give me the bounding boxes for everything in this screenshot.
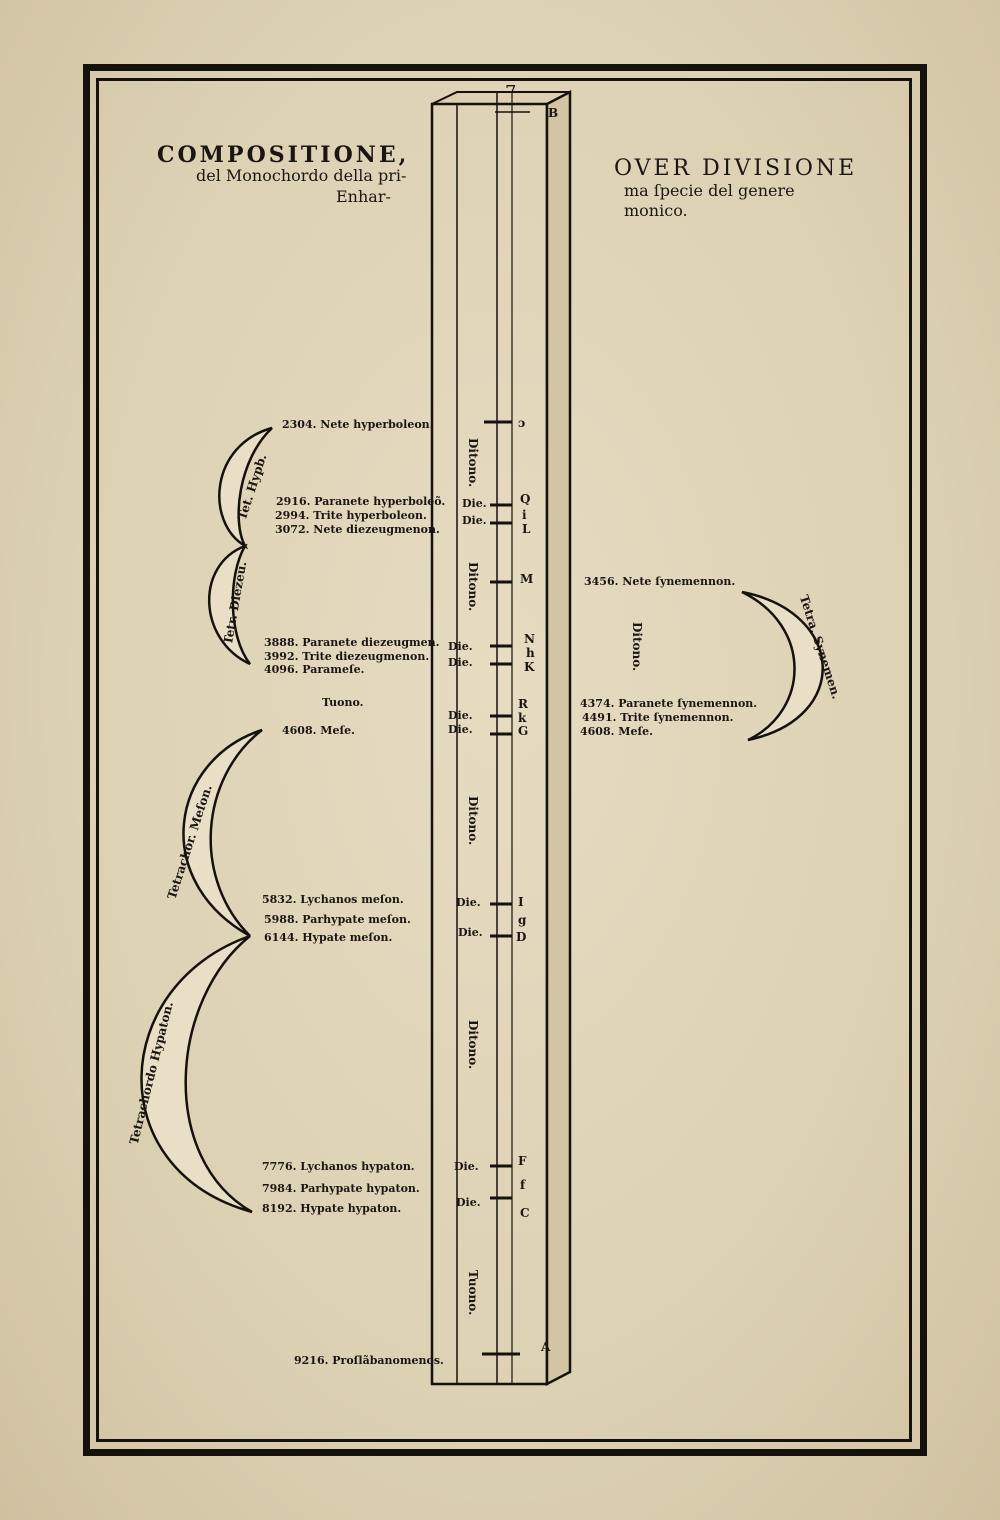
interval-ditono-4: Ditono. <box>466 1020 480 1070</box>
curve-hypaton <box>140 934 253 1214</box>
interval-die-7: Die. <box>456 896 481 909</box>
curve-synemennon <box>741 590 824 742</box>
interval-die-2: Die. <box>462 514 487 527</box>
note-proslambanomenos: 9216. Proſlãbanomenos. <box>294 1354 444 1367</box>
inner-frame <box>96 78 912 1442</box>
interval-ditono-3: Ditono. <box>466 796 480 846</box>
letter-string-9: R <box>518 697 528 711</box>
letter-string-3: i <box>522 508 527 522</box>
note-mese-right: 4608. Meſe. <box>580 725 654 738</box>
letter-string-8: K <box>524 660 535 674</box>
note-nete-diezeugmenon: 3072. Nete diezeugmenon. <box>275 523 440 536</box>
letter-bottom-A: A <box>541 1340 551 1354</box>
note-trite-synemennon: 4491. Trite ſynemennon. <box>582 711 734 724</box>
note-hypate-meson: 6144. Hypate meſon. <box>264 931 393 944</box>
note-paramese: 4096. Parameſe. <box>264 663 365 676</box>
letter-string-12: I <box>518 895 524 909</box>
title-right-line1: OVER DIVISIONE <box>614 156 858 181</box>
outer-frame <box>83 64 927 1456</box>
letter-string-17: C <box>520 1206 530 1220</box>
interval-die-9: Die. <box>454 1160 479 1173</box>
title-right-line3: monico. <box>624 201 688 220</box>
letter-string-5: M <box>520 572 534 586</box>
tetrachord-curves <box>140 426 824 1214</box>
note-mese: 4608. Meſe. <box>282 724 356 737</box>
curve-diezeugmenon <box>208 543 251 666</box>
note-nete-synemennon: 3456. Nete ſynemennon. <box>584 575 736 588</box>
interval-die-1: Die. <box>462 497 487 510</box>
interval-ditono-2: Ditono. <box>466 562 480 612</box>
title-left-line2: del Monochordo della pri- <box>196 166 407 185</box>
letter-string-13: g <box>518 913 527 927</box>
note-lychanos-meson: 5832. Lychanos meſon. <box>262 893 404 906</box>
note-paranete-hyperboleon: 2916. Paranete hyperboleõ. <box>276 495 446 508</box>
interval-die-5: Die. <box>448 709 473 722</box>
note-trite-hyperboleon: 2994. Trite hyperboleon. <box>275 509 427 522</box>
letter-string-7: h <box>526 646 535 660</box>
note-tuono: Tuono. <box>322 696 364 709</box>
note-lychanos-hypaton: 7776. Lychanos hypaton. <box>262 1160 415 1173</box>
letter-string-10: k <box>518 711 527 725</box>
interval-tuono: Tuono. <box>466 1270 480 1316</box>
interval-die-3: Die. <box>448 640 473 653</box>
letter-string-4: L <box>522 522 531 536</box>
letter-string-11: G <box>518 724 529 738</box>
interval-die-6: Die. <box>448 723 473 736</box>
title-right-line2: ma ſpecie del genere <box>624 181 795 200</box>
note-paranete-synemennon: 4374. Paranete ſynemennon. <box>580 697 758 710</box>
label-ditono-synemennon: Ditono. <box>630 622 644 672</box>
title-left-line3: Enhar- <box>336 187 391 206</box>
interval-die-10: Die. <box>456 1196 481 1209</box>
letter-string-2: Q <box>520 492 531 506</box>
note-trite-diezeugmenon: 3992. Trite diezeugmenon. <box>264 650 430 663</box>
letter-string-6: N <box>524 632 535 646</box>
letter-string-1: ɔ <box>518 416 526 430</box>
monochord-body <box>430 89 572 1387</box>
note-parhypate-meson: 5988. Parhypate meſon. <box>264 913 411 926</box>
interval-die-4: Die. <box>448 656 473 669</box>
bridge-marks <box>482 111 530 1356</box>
interval-die-8: Die. <box>458 926 483 939</box>
note-hypate-hypaton: 8192. Hypate hypaton. <box>262 1202 402 1215</box>
letter-top-B: B <box>548 106 559 120</box>
note-nete-hyperboleon: 2304. Nete hyperboleon. <box>282 418 434 431</box>
note-parhypate-hypaton: 7984. Parhypate hypaton. <box>262 1182 420 1195</box>
letter-string-16: f <box>520 1178 526 1192</box>
title-left-line1: COMPOSITIONE, <box>157 142 410 168</box>
letter-string-14: D <box>516 930 527 944</box>
note-paranete-diezeugmenon: 3888. Paranete diezeugmen. <box>264 636 440 649</box>
interval-ditono-1: Ditono. <box>466 438 480 488</box>
letter-string-15: F <box>518 1154 527 1168</box>
